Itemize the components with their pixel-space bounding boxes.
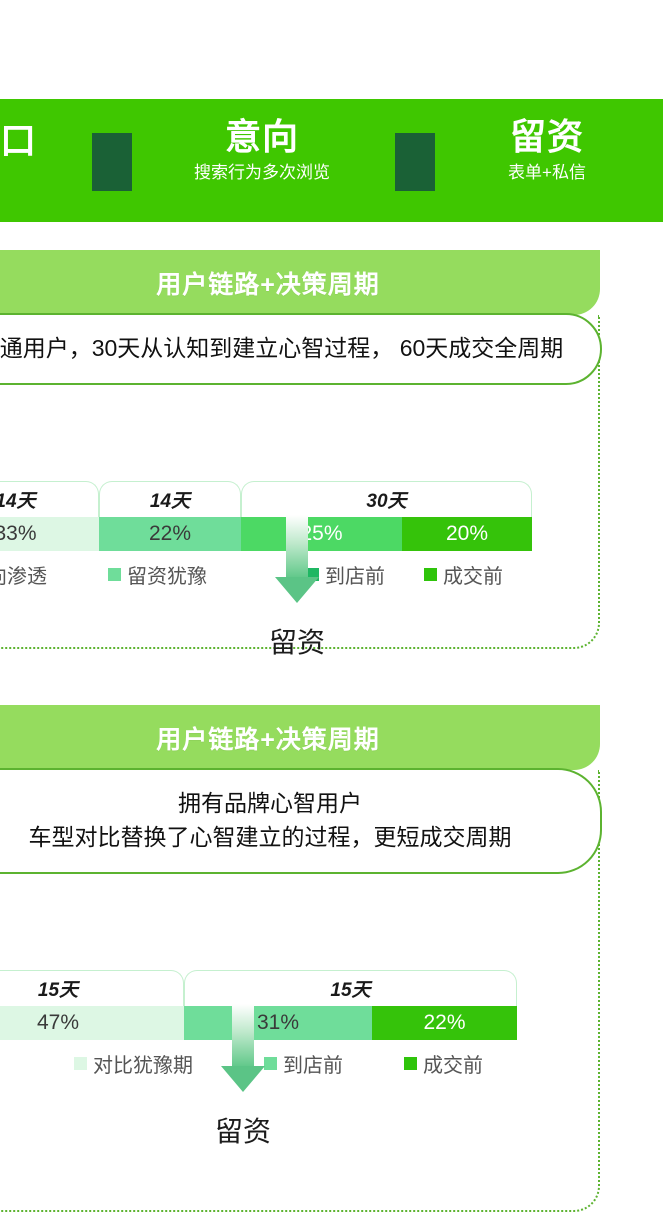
phase-tab-label: 15天: [37, 980, 79, 1001]
journey-block-1-outcome-arrow: [275, 515, 319, 603]
phase-tab: 14天: [0, 481, 99, 517]
funnel-stage-entry: 入口: [0, 119, 60, 163]
bar-segment-value: 33%: [0, 522, 37, 545]
journey-block-2-summary-line-1: 拥有品牌心智用户: [178, 790, 362, 816]
phase-tab-label: 15天: [330, 980, 371, 1001]
bar-segment: 25%: [241, 517, 402, 551]
funnel-stage-lead-title: 留资: [509, 116, 584, 157]
journey-block-1-outcome-label: 留资: [268, 627, 325, 658]
journey-block-1-band: 用户链路+决策周期: [0, 250, 600, 315]
legend-item: 成交前: [424, 557, 503, 591]
bar-segment-value: 25%: [300, 522, 343, 545]
journey-block-1-phase-tabs: 14天 14天 30天: [0, 481, 602, 517]
journey-block-2-summary-line-2: 车型对比替换了心智建立的过程，更短成交周期: [28, 824, 512, 850]
legend-label: 到店前: [283, 1054, 343, 1077]
journey-block-1-chart: 14天 14天 30天 33% 22%: [0, 481, 602, 658]
legend-label: 对比犹豫期: [93, 1054, 193, 1077]
phase-tab: 15天: [184, 970, 517, 1006]
funnel-connector-chip-2: [395, 133, 435, 191]
arrow-stem-icon: [232, 1004, 254, 1066]
journey-block-2-card: 拥有品牌心智用户 车型对比替换了心智建立的过程，更短成交周期 15天 15天 4…: [0, 768, 602, 1212]
bar-segment-value: 31%: [256, 1011, 300, 1034]
legend-item: 意向渗透: [0, 557, 47, 591]
phase-tab: 15天: [0, 970, 184, 1006]
journey-block-2-stacked-bar: 47% 31% 22%: [0, 1006, 602, 1040]
bar-segment: 20%: [402, 517, 532, 551]
journey-block-1-summary-line-1: 普通用户，30天从认知到建立心智过程， 60天成交全周期: [0, 335, 564, 361]
funnel-connector-chip-1: [92, 133, 132, 191]
journey-block-2-chart: 15天 15天 47% 31% 22%: [0, 970, 602, 1147]
funnel-stage-lead: 留资 表单+私信: [452, 115, 642, 185]
journey-block-2-outcome-arrow: [221, 1004, 265, 1092]
legend-item: 对比犹豫期: [74, 1046, 193, 1080]
bar-segment-value: 20%: [445, 522, 489, 545]
phase-tab: 14天: [99, 481, 241, 517]
phase-tab-label: 14天: [0, 491, 36, 512]
phase-tab-label: 30天: [366, 491, 407, 512]
legend-swatch: [74, 1056, 87, 1070]
journey-block-1-legend: 意向渗透 留资犹豫 到店前 成交前: [0, 557, 602, 591]
legend-label: 成交前: [423, 1054, 483, 1077]
journey-block-2-band-title: 用户链路+决策周期: [156, 725, 380, 754]
journey-block-1-stacked-bar: 33% 22% 25% 20%: [0, 517, 602, 551]
journey-block-1-summary-pill: 普通用户，30天从认知到建立心智过程， 60天成交全周期: [0, 313, 602, 385]
funnel-stage-entry-title: 入口: [0, 120, 37, 161]
phase-tab: 30天: [241, 481, 532, 517]
funnel-stage-intent: 意向 搜索行为多次浏览: [156, 115, 368, 185]
legend-label: 成交前: [443, 565, 503, 588]
journey-block-2-summary-pill: 拥有品牌心智用户 车型对比替换了心智建立的过程，更短成交周期: [0, 768, 602, 874]
journey-block-1-band-title: 用户链路+决策周期: [156, 270, 380, 299]
legend-swatch: [108, 567, 121, 581]
journey-block-2-legend: 对比犹豫期 到店前 成交前: [0, 1046, 602, 1080]
arrow-head-icon: [221, 1066, 265, 1092]
bar-segment-value: 22%: [148, 522, 192, 545]
legend-swatch: [424, 567, 437, 581]
legend-swatch: [264, 1056, 277, 1070]
funnel-stage-row: 入口 意向 搜索行为多次浏览 留资 表单+私信: [0, 99, 663, 222]
bar-segment: 47%: [0, 1006, 184, 1040]
legend-item: 成交前: [404, 1046, 483, 1080]
legend-item: 留资犹豫: [108, 557, 207, 591]
arrow-stem-icon: [286, 515, 308, 577]
phase-tab-label: 14天: [149, 491, 191, 512]
bar-segment: 22%: [372, 1006, 517, 1040]
funnel-stage-intent-subtitle: 搜索行为多次浏览: [194, 163, 330, 182]
legend-item: 到店前: [264, 1046, 343, 1080]
bar-segment-value: 47%: [36, 1011, 80, 1034]
journey-block-2-outcome-label: 留资: [214, 1116, 271, 1147]
journey-block-2-phase-tabs: 15天 15天: [0, 970, 602, 1006]
journey-block-1: 用户链路+决策周期 普通用户，30天从认知到建立心智过程， 60天成交全周期 1…: [0, 250, 663, 658]
legend-label: 到店前: [325, 565, 385, 588]
bar-segment: 22%: [99, 517, 241, 551]
funnel-hero-band: 入口 意向 搜索行为多次浏览 留资 表单+私信: [0, 99, 663, 222]
bar-segment-value: 22%: [423, 1011, 466, 1034]
journey-block-1-card: 普通用户，30天从认知到建立心智过程， 60天成交全周期 14天 14天 30天: [0, 313, 602, 658]
funnel-stage-lead-subtitle: 表单+私信: [508, 163, 586, 182]
legend-swatch: [404, 1056, 417, 1070]
arrow-head-icon: [275, 577, 319, 603]
journey-block-2-band: 用户链路+决策周期: [0, 705, 600, 770]
legend-label: 留资犹豫: [127, 565, 207, 588]
journey-block-2: 用户链路+决策周期 拥有品牌心智用户 车型对比替换了心智建立的过程，更短成交周期…: [0, 705, 663, 1212]
legend-label: 意向渗透: [0, 565, 47, 588]
bar-segment: 33%: [0, 517, 99, 551]
funnel-stage-intent-title: 意向: [224, 116, 299, 157]
bar-segment: 31%: [184, 1006, 372, 1040]
